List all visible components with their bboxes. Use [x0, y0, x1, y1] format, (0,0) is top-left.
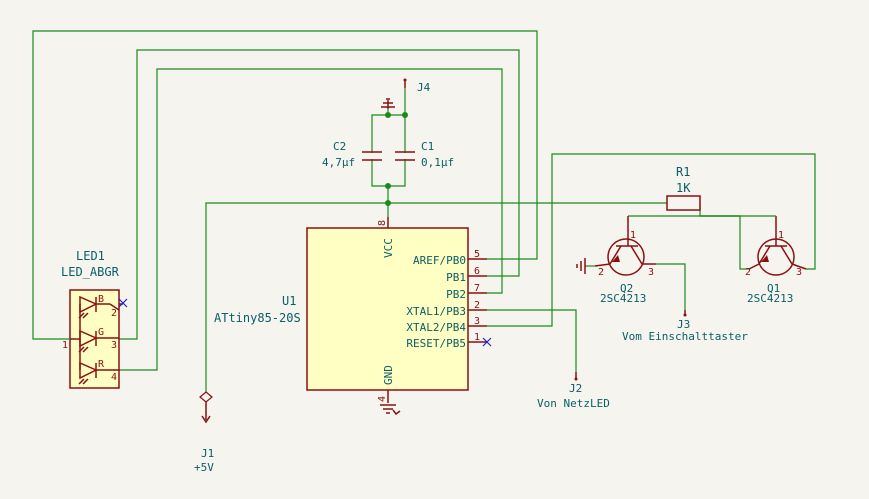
wires: [32, 30, 816, 400]
j1-value: +5V: [194, 461, 214, 474]
u1-label-pb3: XTAL1/PB3: [406, 305, 466, 318]
q2-pin-2: 2: [598, 267, 604, 278]
led1-pin-1: 1: [62, 340, 68, 351]
q2-ref: Q2: [620, 282, 633, 295]
q1-pin-3: 3: [796, 267, 802, 278]
led1-color-b: B: [98, 294, 104, 305]
wire-5v: [205, 202, 388, 400]
c2-ref: C2: [333, 140, 346, 153]
led1-pin-4: 4: [111, 372, 117, 383]
led1-red-diode: [79, 361, 119, 380]
junction-vcc-bottom: [385, 183, 391, 189]
q2-ground-symbol: [576, 258, 586, 274]
u1-num-pb3: 2: [474, 300, 480, 311]
j2-value: Von NetzLED: [537, 397, 610, 410]
u1-body: [306, 227, 469, 391]
u1-pin-stubs: [387, 217, 487, 403]
wire-r1-q1: [699, 203, 749, 270]
c1-symbol[interactable]: C1 0,1µf: [395, 140, 454, 169]
wire-pb4-q1: [487, 153, 816, 327]
top-ground-symbol: [381, 98, 395, 109]
wire-pb0-led-b: [32, 30, 538, 340]
j3-value: Vom Einschalttaster: [622, 330, 748, 343]
j1-connector[interactable]: J1 +5V: [194, 391, 214, 474]
led1-value: LED_ABGR: [61, 265, 120, 279]
led1-pin-3: 3: [111, 340, 117, 351]
j4-connector[interactable]: J4: [403, 78, 431, 95]
led1-pin-2: 2: [111, 308, 117, 319]
u1-value: ATtiny85-20S: [214, 311, 301, 325]
u1-num-pb5: 1: [474, 332, 480, 343]
c1-ref: C1: [421, 140, 434, 153]
j2-ref: J2: [569, 382, 582, 395]
junctions: [385, 112, 408, 206]
j1-ref: J1: [201, 447, 214, 460]
q2-pin-3: 3: [648, 267, 654, 278]
u1-label-pb2: PB2: [446, 288, 466, 301]
u1-num-pb0: 5: [474, 249, 480, 260]
q1-value: 2SC4213: [747, 292, 793, 305]
r1-value: 1K: [676, 181, 691, 195]
cap-wire-gap-c1: [399, 153, 411, 159]
wire-pb2-led-r: [119, 68, 503, 371]
j2-connector[interactable]: J2 Von NetzLED: [537, 372, 610, 410]
led1-color-r: R: [98, 359, 105, 370]
q1-pin-2: 2: [745, 267, 751, 278]
u1-symbol[interactable]: VCC GND AREF/PB0 PB1 PB2 XTAL1/PB3 XTAL2…: [214, 217, 487, 403]
r1-symbol[interactable]: R1 1K: [666, 165, 701, 211]
q1-arrow: [761, 255, 769, 262]
q2-arrow: [612, 255, 620, 262]
u1-num-pb4: 3: [474, 316, 480, 327]
u1-num-pb2: 7: [474, 283, 480, 294]
q1-pin-1: 1: [778, 230, 784, 241]
u1-ground-symbol: [380, 404, 401, 416]
r1-body: [666, 195, 701, 211]
q2-body: [607, 238, 645, 276]
wire-pb3-j2: [487, 309, 577, 372]
wire-q2-j3: [656, 263, 686, 310]
c2-symbol[interactable]: C2 4,7µf: [322, 140, 382, 169]
led1-ref: LED1: [76, 249, 105, 263]
u1-label-pb1: PB1: [446, 271, 466, 284]
c2-value: 4,7µf: [322, 156, 355, 169]
c1-value: 0,1µf: [421, 156, 454, 169]
u1-label-vcc: VCC: [382, 238, 395, 258]
j4-ref: J4: [417, 81, 431, 94]
q2-value: 2SC4213: [600, 292, 646, 305]
q2-pin-1: 1: [630, 230, 636, 241]
r1-ref: R1: [676, 165, 690, 179]
u1-ref: U1: [282, 294, 296, 308]
q1-ref: Q1: [767, 282, 780, 295]
led1-no-connect: [118, 298, 128, 308]
u1-label-pb0: AREF/PB0: [413, 254, 466, 267]
q2-symbol[interactable]: 1 2 3 Q2 2SC4213: [594, 216, 656, 305]
j3-ref: J3: [677, 318, 690, 331]
j3-connector[interactable]: J3 Vom Einschalttaster: [622, 310, 748, 343]
junction-vcc-rail: [385, 200, 391, 206]
cap-wire-gap-c2: [366, 153, 378, 159]
u1-reset-no-connect: [482, 337, 492, 347]
junction-gnd-right: [402, 112, 408, 118]
j1-power-flag: [199, 391, 213, 403]
led1-color-g: G: [98, 327, 104, 338]
u1-num-pb1: 6: [474, 266, 480, 277]
junction-gnd-left: [385, 112, 391, 118]
u1-num-gnd: 4: [377, 396, 388, 402]
led1-light-arrows: [78, 312, 89, 385]
u1-label-gnd: GND: [382, 365, 395, 385]
u1-label-pb4: XTAL2/PB4: [406, 321, 466, 334]
wire-pb1-led-g: [119, 49, 520, 340]
u1-num-vcc: 8: [377, 220, 388, 226]
led1-symbol[interactable]: B G R 1 2 3 4 LED1 LED_ABGR: [61, 249, 123, 389]
q1-symbol[interactable]: 1 2 3 Q1 2SC4213: [700, 215, 807, 305]
u1-label-pb5: RESET/PB5: [406, 337, 466, 350]
